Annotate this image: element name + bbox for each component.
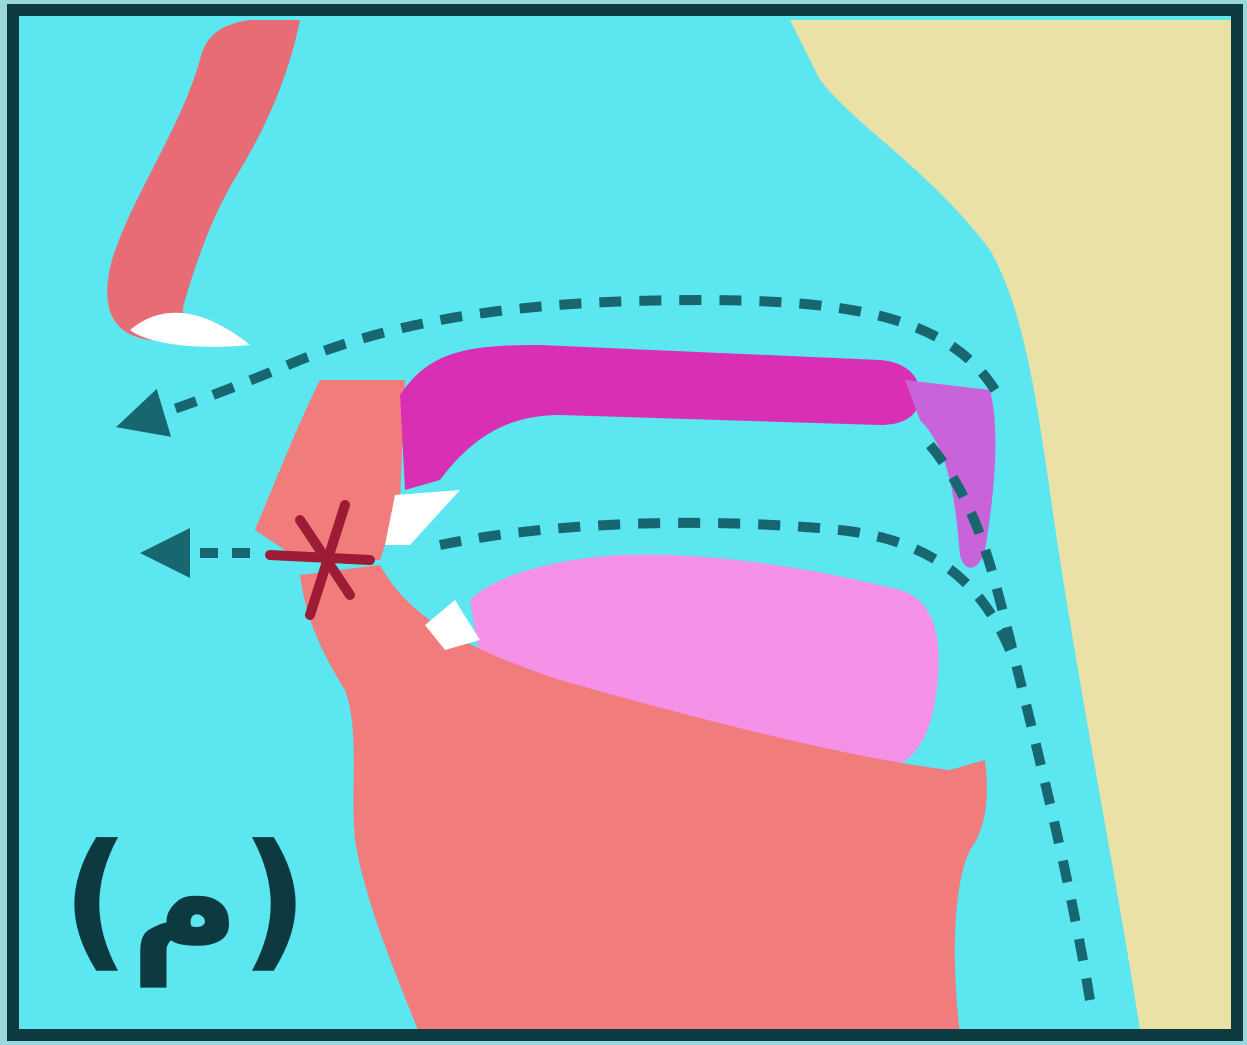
diagram-caption: (م) [70, 800, 300, 1000]
